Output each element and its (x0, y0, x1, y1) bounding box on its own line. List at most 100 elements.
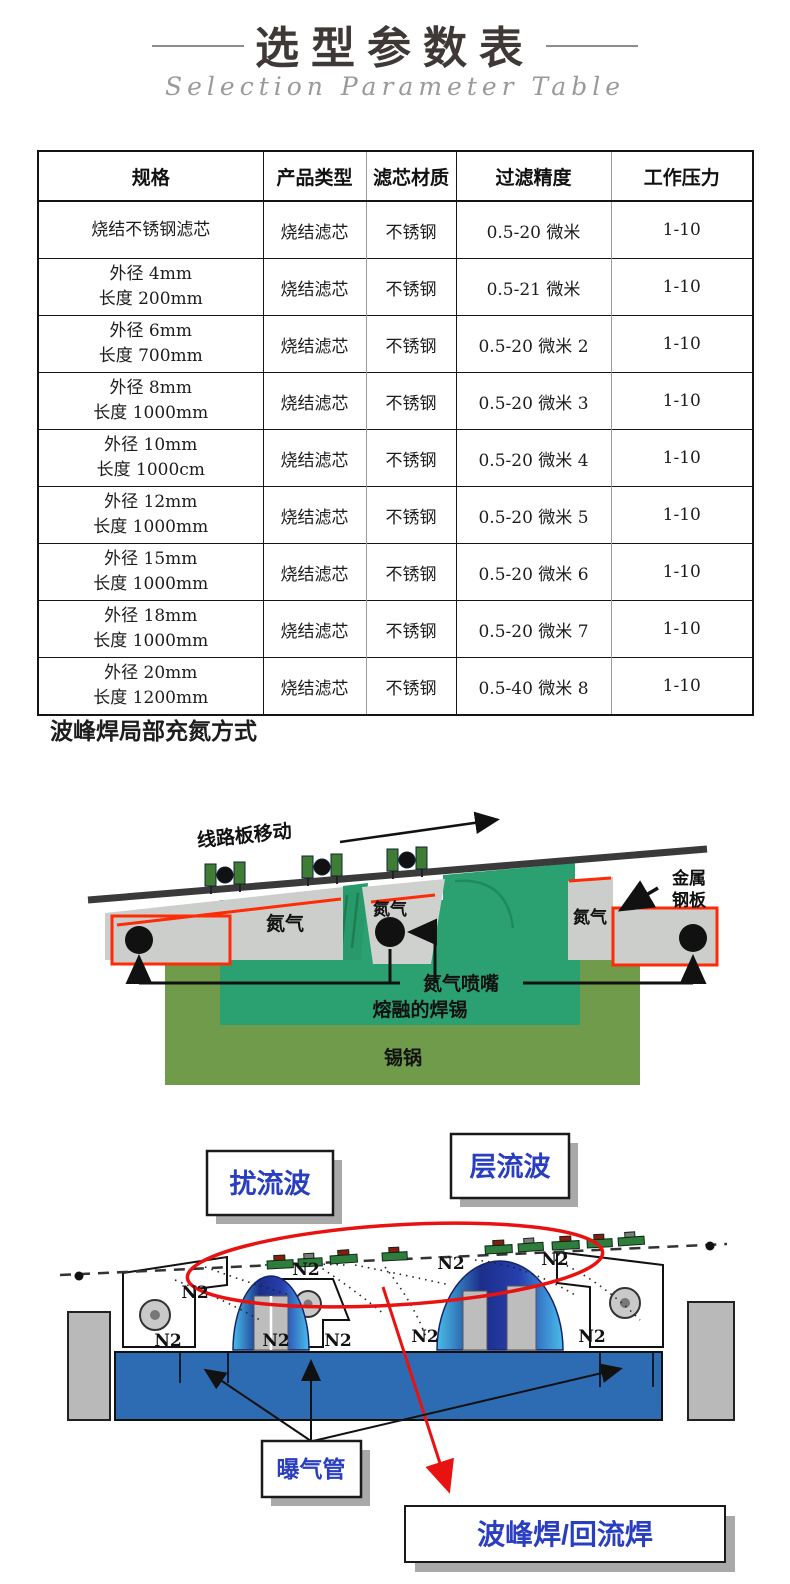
left-nozzle-dot (125, 926, 153, 954)
precision-cell: 0.5-40 微米 8 (456, 657, 612, 715)
metal-plate-label-2: 钢板 (672, 890, 707, 910)
spec-line: 长度 1000mm (93, 517, 209, 537)
spec-line: 外径 12mm (104, 492, 198, 513)
pressure-cell: 1-10 (611, 429, 753, 487)
col-header-pressure: 工作压力 (611, 151, 753, 202)
spec-line: 外径 10mm (104, 435, 198, 456)
material-cell: 不锈钢 (366, 200, 457, 259)
nitrogen-label-left: 氮气 (266, 912, 304, 935)
material-cell: 不锈钢 (366, 429, 457, 487)
material-cell: 不锈钢 (366, 600, 457, 658)
spec-cell: 外径 4mm 长度 200mm (38, 258, 264, 316)
type-cell: 烧结滤芯 (263, 429, 367, 487)
spec-line: 长度 1000mm (93, 574, 209, 594)
nozzle-label: 氮气喷嘴 (423, 972, 499, 995)
spec-line: 外径 8mm (109, 378, 192, 399)
n2-label: N2 (324, 1331, 351, 1351)
type-cell: 烧结滤芯 (263, 543, 367, 601)
wave-flow-arc (454, 879, 515, 929)
aeration-pipe-callout: 曝气管 (260, 1439, 370, 1506)
n2-label: N2 (262, 1331, 289, 1351)
laminar-wave-callout: 层流波 (449, 1132, 578, 1207)
pcb-path-right-dot (705, 1241, 715, 1251)
spec-cell: 烧结不锈钢滤芯 (38, 200, 264, 259)
precision-cell: 0.5-20 微米 5 (456, 486, 612, 544)
pressure-cell: 1-10 (611, 372, 753, 430)
metal-plate-arrow (617, 880, 659, 912)
center-red-line (370, 893, 436, 904)
pcb-move-label: 线路板移动 (196, 819, 293, 852)
tin-pot-label: 锡锅 (384, 1046, 422, 1069)
spec-line: 长度 200mm (98, 289, 203, 309)
pcb-move-arrow (339, 811, 500, 844)
spec-line: 烧结不锈钢滤芯 (91, 219, 211, 240)
turbulent-wave-callout: 扰流波 (205, 1149, 342, 1224)
spec-line: 长度 1000cm (96, 460, 205, 480)
wave-types-diagram: N2 N2 N2 N2 N2 N2 N2 N2 N2 扰流波 层流波 曝气管 波… (59, 1132, 735, 1572)
right-blanket (568, 877, 613, 960)
aeration-pipe-label: 曝气管 (277, 1456, 346, 1482)
pressure-cell: 1-10 (611, 486, 753, 544)
n2-label: N2 (437, 1254, 464, 1274)
right-red-line (568, 876, 612, 883)
col-header-spec: 规格 (38, 151, 264, 202)
spec-line: 长度 1000mm (93, 631, 209, 651)
right-gray-block (687, 1301, 735, 1421)
table-header-row: 规格 产品类型 滤芯材质 过滤精度 工作压力 (38, 151, 753, 202)
pcb-path-left-dot (74, 1271, 84, 1281)
left-roller-hub (150, 1310, 160, 1320)
material-cell: 不锈钢 (366, 315, 457, 373)
n2-label: N2 (411, 1327, 438, 1347)
pressure-cell: 1-10 (611, 200, 753, 259)
header: 选型参数表 Selection Parameter Table (0, 0, 790, 120)
spec-cell: 外径 10mm 长度 1000cm (38, 429, 264, 487)
section-heading: 波峰焊局部充氮方式 (50, 718, 257, 744)
n2-label: N2 (154, 1331, 181, 1351)
material-cell: 不锈钢 (366, 372, 457, 430)
highlight-pointer (381, 1286, 454, 1494)
laminar-wave-arch (436, 1260, 564, 1351)
left-red-line (116, 897, 342, 927)
pcb-components (204, 846, 428, 894)
n2-label: N2 (292, 1260, 319, 1280)
smt-components (266, 1231, 646, 1270)
type-cell: 烧结滤芯 (263, 657, 367, 715)
metal-plate-label-1: 金属 (671, 868, 706, 888)
laminar-wave-label: 层流波 (470, 1152, 552, 1182)
n2-label: N2 (578, 1327, 605, 1347)
center-nozzle-dot (375, 917, 405, 947)
title-right-line (546, 45, 638, 47)
type-cell: 烧结滤芯 (263, 200, 367, 259)
nozzle-connectors (125, 918, 707, 985)
page-title: 选型参数表 (255, 24, 535, 73)
precision-cell: 0.5-20 微米 4 (456, 429, 612, 487)
material-cell: 不锈钢 (366, 258, 457, 316)
material-cell: 不锈钢 (366, 486, 457, 544)
spec-line: 外径 4mm (109, 264, 192, 285)
nitrogen-label-right: 氮气 (573, 907, 607, 927)
title-left-line (152, 45, 244, 47)
nitrogen-blanket-diagram: 线路板移动 氮气 氮气 氮气 金属 钢板 氮气喷嘴 熔融的焊锡 锡锅 (87, 811, 719, 1085)
type-cell: 烧结滤芯 (263, 372, 367, 430)
type-cell: 烧结滤芯 (263, 258, 367, 316)
laminar-former-1 (462, 1290, 488, 1351)
right-roller-hub (620, 1298, 630, 1308)
spec-cell: 外径 12mm 长度 1000mm (38, 486, 264, 544)
nitrogen-label-center: 氮气 (373, 899, 407, 919)
pressure-cell: 1-10 (611, 315, 753, 373)
material-cell: 不锈钢 (366, 657, 457, 715)
aeration-arrows (203, 1359, 623, 1442)
type-cell: 烧结滤芯 (263, 600, 367, 658)
